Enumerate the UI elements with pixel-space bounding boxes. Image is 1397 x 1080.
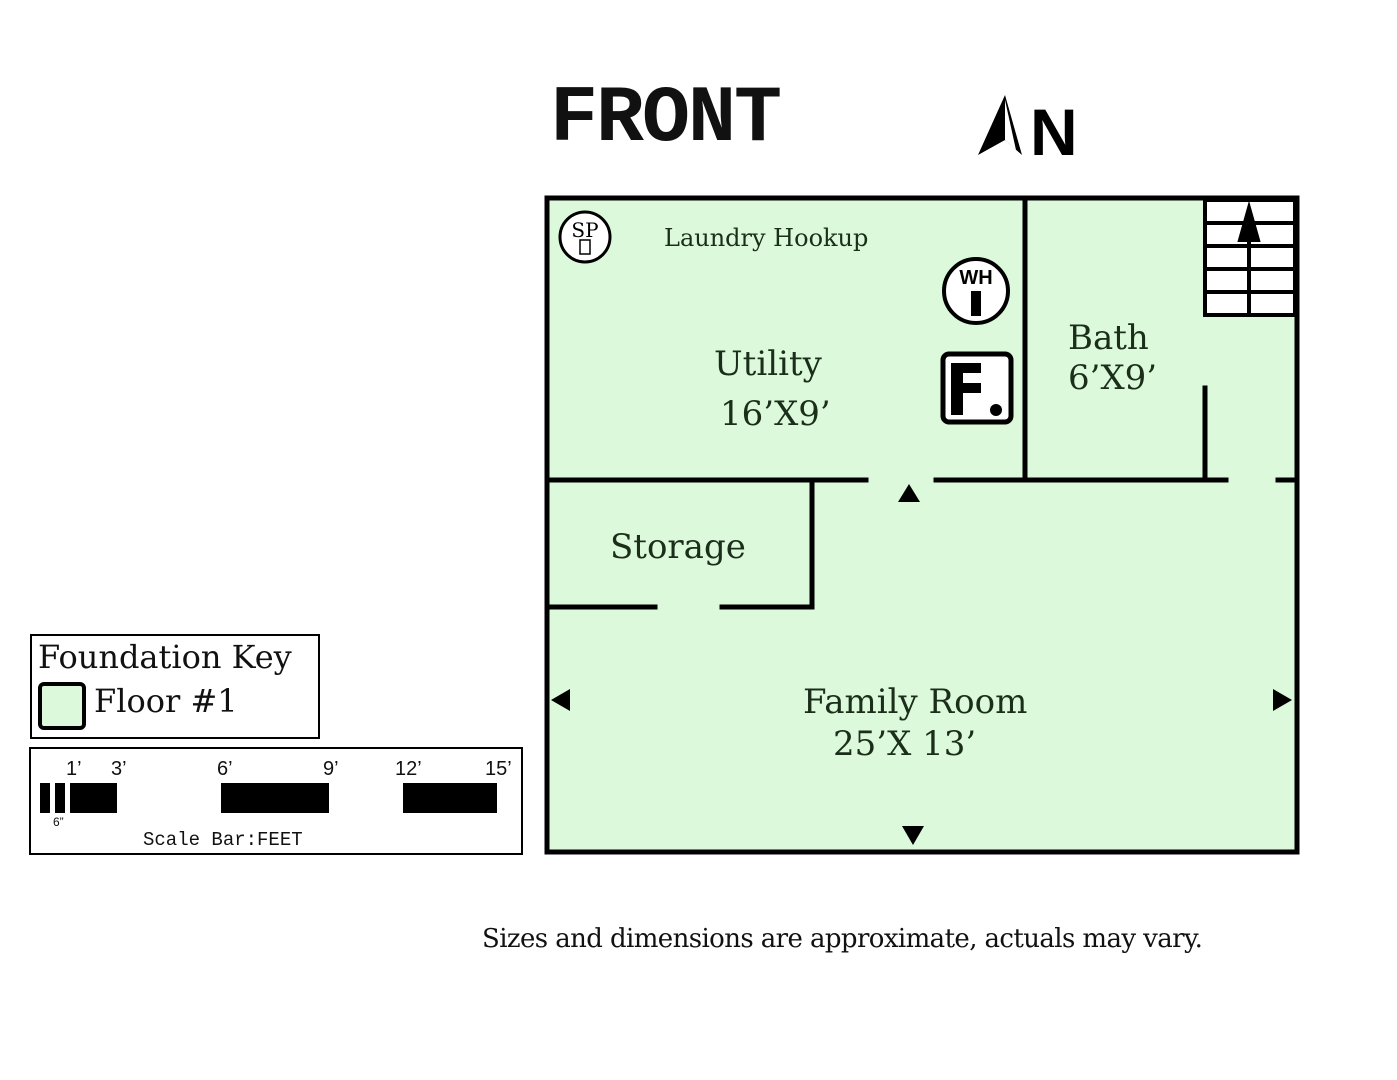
north-arrow-icon — [978, 95, 1022, 155]
arrow-up-icon — [898, 484, 920, 502]
svg-text:WH: WH — [959, 267, 992, 289]
scale-bar-graphic — [40, 783, 497, 813]
utility-name: Utility — [714, 344, 822, 384]
svg-text:F: F — [0, 0, 1, 1]
tick-15: 15’ — [485, 758, 512, 780]
laundry-label: Laundry Hookup — [664, 224, 869, 252]
stairs-icon — [1203, 198, 1297, 317]
foundation-key: Foundation Key Floor #1 — [30, 634, 320, 739]
tick-6-inch: 6” — [53, 815, 64, 829]
family-size: 25’X 13’ — [833, 724, 977, 764]
bath-size: 6’X9’ — [1068, 358, 1158, 398]
key-swatch — [38, 682, 86, 730]
tick-1: 1’ — [66, 758, 82, 780]
key-title: Foundation Key — [38, 638, 292, 676]
utility-size: 16’X9’ — [720, 394, 831, 434]
storage-name: Storage — [610, 527, 746, 567]
arrow-right-icon — [1273, 689, 1292, 711]
arrow-down-icon — [902, 826, 924, 845]
family-name: Family Room — [803, 682, 1028, 722]
scale-bar: 1’ 3’ 6’ 9’ 12’ 15’ 6” Scale Bar:FEET — [29, 747, 523, 855]
tick-9: 9’ — [323, 758, 339, 780]
bath-name: Bath — [1068, 318, 1149, 358]
water-heater-icon: WH — [942, 257, 1010, 325]
furnace-icon: F — [0, 0, 1014, 425]
svg-text:SP: SP — [571, 218, 598, 242]
sump-pump-icon: SP — [558, 210, 612, 264]
tick-12: 12’ — [395, 758, 422, 780]
disclaimer: Sizes and dimensions are approximate, ac… — [482, 924, 1203, 954]
tick-6: 6’ — [217, 758, 233, 780]
front-label: FRONT — [550, 74, 782, 165]
tick-3: 3’ — [111, 758, 127, 780]
scale-caption: Scale Bar:FEET — [143, 829, 303, 851]
key-item-label: Floor #1 — [94, 682, 238, 720]
walls — [544, 195, 1300, 855]
north-label: N — [1030, 95, 1078, 169]
arrow-left-icon — [551, 689, 570, 711]
floor-area — [547, 198, 1297, 852]
